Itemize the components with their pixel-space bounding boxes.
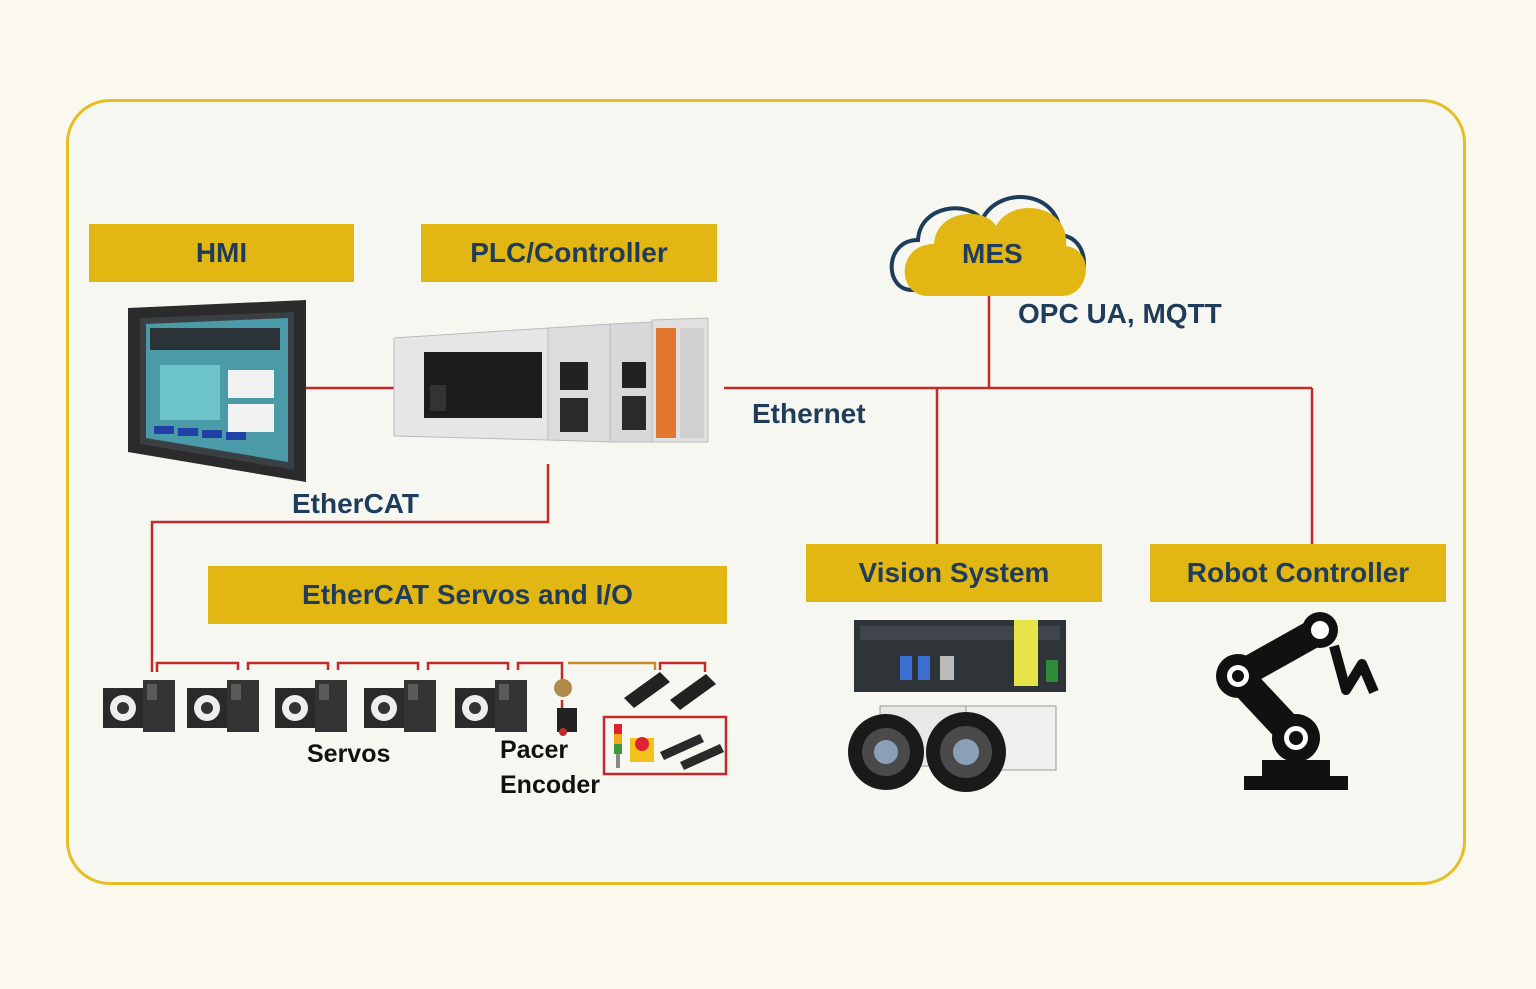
label-vision: Vision System [806, 544, 1102, 602]
encoder-label: Encoder [500, 771, 601, 799]
encoder-icon [554, 679, 577, 736]
plc-icon [393, 317, 709, 443]
pacer-label: Pacer [500, 736, 569, 764]
signal-tower-icon [614, 724, 724, 770]
servos-label: Servos [307, 740, 391, 768]
industrial-pc-icon [854, 620, 1066, 692]
servo-drive-icon [187, 680, 259, 732]
connection-ethercat-label: EtherCAT [292, 488, 420, 519]
label-ethercat-group: EtherCAT Servos and I/O [208, 566, 727, 624]
hmi-panel-icon [128, 300, 306, 482]
label-plc: PLC/Controller [421, 224, 717, 282]
servo-drive-icon [103, 680, 175, 732]
photo-sensor-icon [624, 672, 716, 710]
camera-icon [926, 705, 1057, 792]
servo-drive-icon [275, 680, 347, 732]
servo-drive-icon [455, 680, 527, 732]
connection-opc-label: OPC UA, MQTT [1018, 298, 1222, 329]
robot-arm-icon [1216, 612, 1379, 790]
wiring [150, 292, 1314, 776]
cloud-icon [889, 195, 1086, 296]
label-hmi: HMI [89, 224, 354, 282]
label-robot: Robot Controller [1150, 544, 1446, 602]
servo-row [103, 680, 527, 732]
servo-drive-icon [364, 680, 436, 732]
label-mes: MES [962, 238, 1023, 269]
connection-ethernet-label: Ethernet [752, 398, 866, 429]
